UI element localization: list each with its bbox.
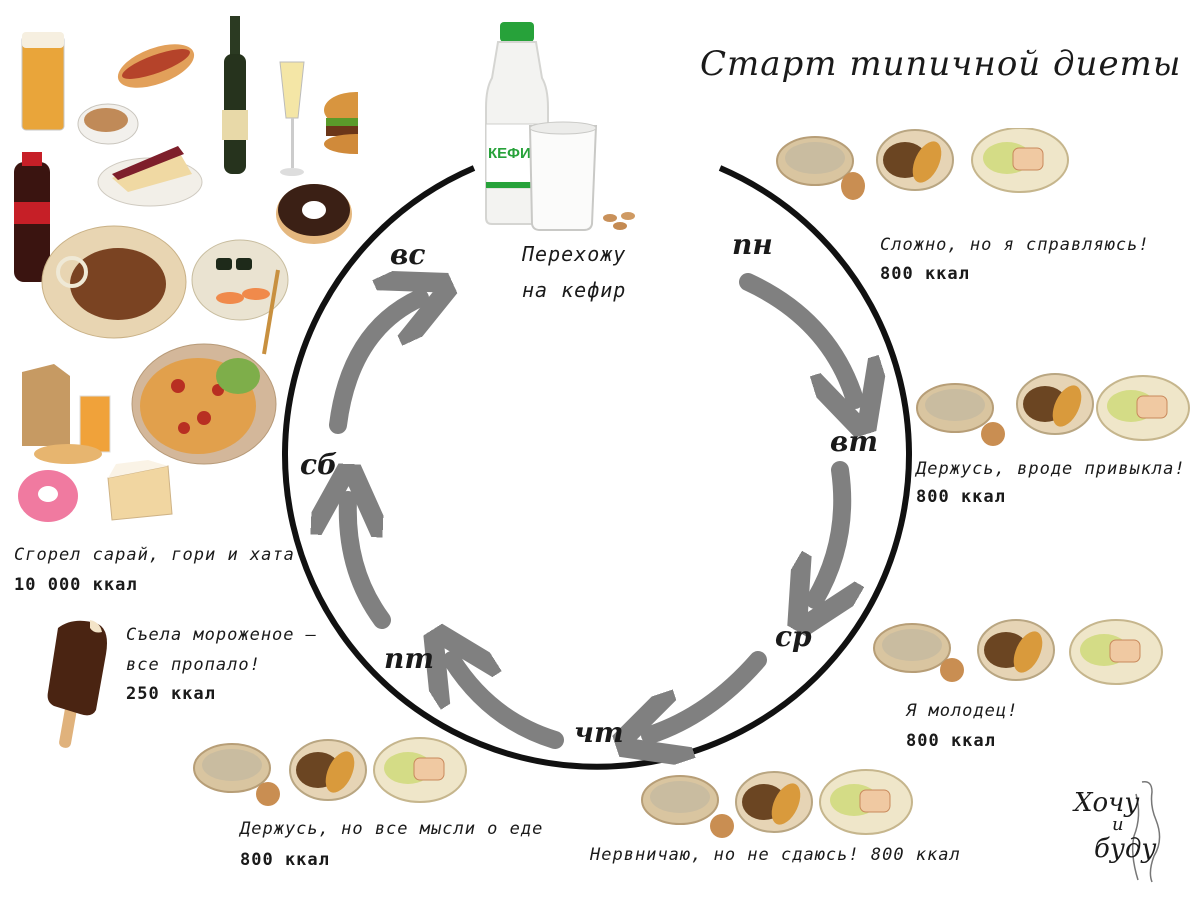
meal-set-mon xyxy=(776,128,1069,200)
logo-line3: буду xyxy=(1094,834,1157,864)
day-label-sat: сб xyxy=(300,448,338,481)
kcal-wed: 800 ккал xyxy=(906,731,996,751)
kcal-sat: 250 ккал xyxy=(126,684,216,704)
kefir-caption-line1: Перехожу xyxy=(522,242,627,266)
meal-set-thu xyxy=(641,769,913,838)
arrow-tue-wed xyxy=(815,461,842,600)
caption-mon: Сложно, но я справляюсь! xyxy=(880,235,1150,255)
kefir-bottle-text: КЕФИ xyxy=(488,145,531,162)
caption-tue: Держусь, вроде привыкла! xyxy=(916,459,1186,479)
day-label-tue: вт xyxy=(830,425,879,458)
logo-line1: Хочу xyxy=(1074,788,1140,818)
arrow-thu-fri xyxy=(452,660,564,749)
day-label-fri: пт xyxy=(384,642,434,675)
kcal-sun: 10 000 ккал xyxy=(14,575,138,595)
caption-wed: Я молодец! xyxy=(906,701,1019,721)
arrow-wed-thu xyxy=(650,651,767,735)
kefir-illustration: КЕФИ xyxy=(485,22,635,231)
day-label-thu: чт xyxy=(574,716,624,749)
meal-set-tue xyxy=(916,373,1190,446)
kefir-caption-line2: на кефир xyxy=(522,278,627,302)
arrow-mon-tue xyxy=(739,273,855,400)
day-label-wed: ср xyxy=(775,620,812,653)
kcal-fri: 800 ккал xyxy=(240,850,330,870)
caption-sat-line1: Съела мороженое – xyxy=(126,625,317,645)
ice-cream-illustration xyxy=(47,620,107,748)
arrow-sat-sun xyxy=(329,298,420,434)
caption-sat: Съела мороженое – все пропало! xyxy=(126,620,317,680)
logo-line2: и xyxy=(1112,814,1124,835)
caption-thu: Нервничаю, но не сдаюсь! 800 ккал xyxy=(590,845,961,865)
day-label-sun: вс xyxy=(390,238,426,271)
kefir-caption: Перехожу на кефир xyxy=(522,236,626,308)
kcal-tue: 800 ккал xyxy=(916,487,1006,507)
caption-sat-line2: все пропало! xyxy=(126,655,261,675)
meal-set-wed xyxy=(873,619,1163,685)
caption-fri: Держусь, но все мысли о еде xyxy=(240,819,544,839)
cycle-circle xyxy=(282,165,912,770)
junk-food-collage xyxy=(14,16,358,522)
day-label-mon: пн xyxy=(732,228,773,261)
kcal-mon: 800 ккал xyxy=(880,264,970,284)
meal-set-fri xyxy=(193,737,467,806)
arrow-fri-sat xyxy=(348,500,391,629)
brand-logo: Хочу и буду xyxy=(1072,776,1182,886)
caption-sun: Сгорел сарай, гори и хата xyxy=(14,545,295,565)
diagram-title: Старт типичной диеты xyxy=(700,44,1182,84)
